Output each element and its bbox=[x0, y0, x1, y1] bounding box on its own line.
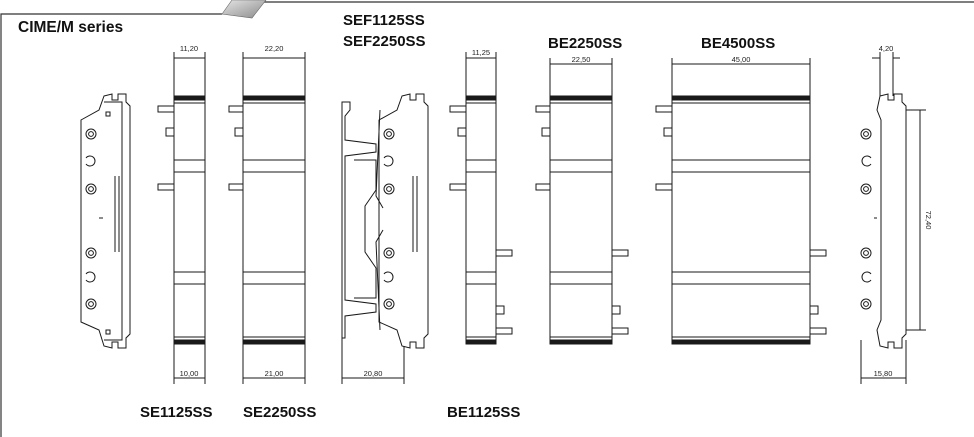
sef-profile bbox=[341, 93, 429, 384]
be2250-module bbox=[535, 58, 629, 345]
profile-height-dimension: 72,40 bbox=[924, 211, 933, 230]
se2250-bottom-dimension: 21,00 bbox=[265, 369, 284, 378]
se1125-bottom-dimension: 10,00 bbox=[180, 369, 199, 378]
be1125-module bbox=[449, 52, 513, 345]
be4500-top-dimension: 45,00 bbox=[732, 55, 751, 64]
se2250-top-dimension: 22,20 bbox=[265, 44, 284, 53]
label-sef2250ss: SEF2250SS bbox=[343, 33, 426, 50]
sef-bottom-dimension: 20,80 bbox=[364, 369, 383, 378]
be1125-top-dimension: 11,25 bbox=[472, 48, 490, 57]
se1125-top-dimension: 11,20 bbox=[180, 44, 198, 53]
be2250-top-dimension: 22,50 bbox=[572, 55, 591, 64]
be-end-profile bbox=[860, 52, 926, 384]
se1125-module bbox=[157, 52, 206, 384]
profile-top-dimension: 4,20 bbox=[879, 44, 894, 53]
label-be1125ss: BE1125SS bbox=[447, 404, 521, 421]
be4500-module bbox=[655, 58, 827, 345]
se2250-module bbox=[228, 52, 306, 384]
label-se2250ss: SE2250SS bbox=[243, 404, 317, 421]
label-se1125ss: SE1125SS bbox=[140, 404, 213, 421]
label-be2250ss: BE2250SS bbox=[548, 35, 623, 52]
profile-bottom-dimension: 15,80 bbox=[874, 369, 893, 378]
label-be4500ss: BE4500SS bbox=[701, 35, 776, 52]
series-title: CIME/M series bbox=[18, 19, 124, 36]
corner-tab-graphic bbox=[221, 0, 267, 19]
label-sef1125ss: SEF1125SS bbox=[343, 12, 425, 29]
se-end-profile bbox=[80, 93, 131, 349]
